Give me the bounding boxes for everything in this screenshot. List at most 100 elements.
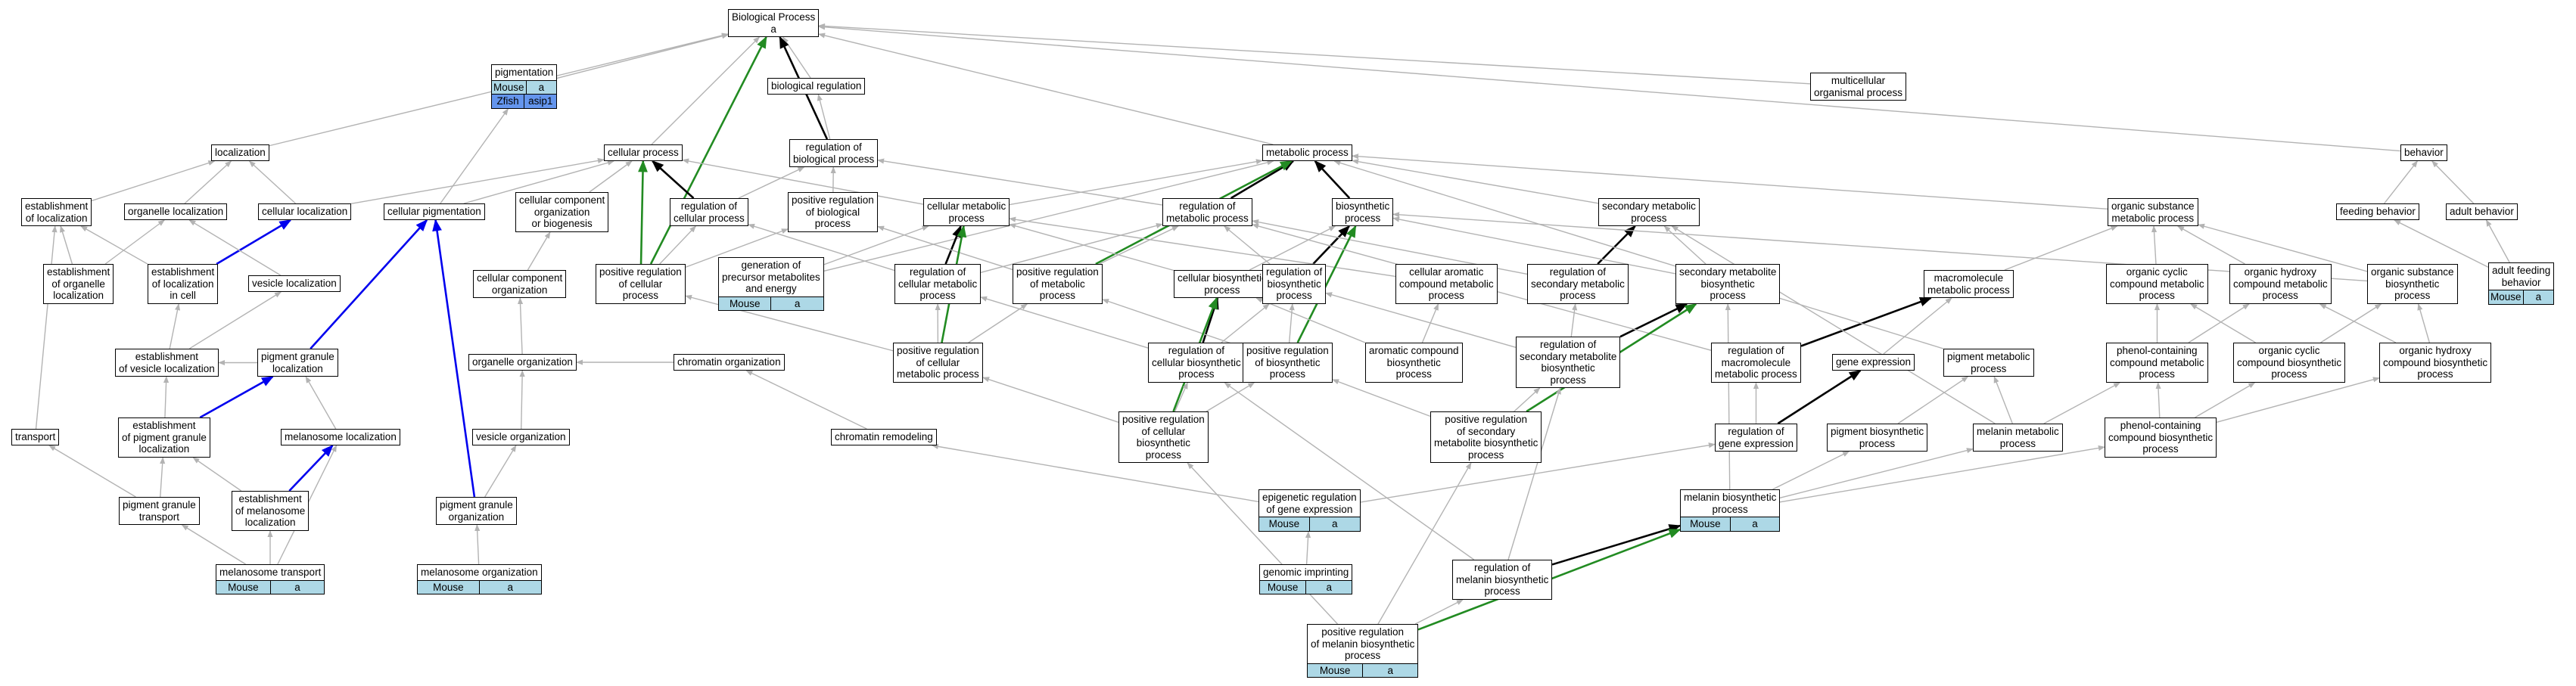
- go-term-est-loc[interactable]: establishment of localization: [21, 198, 92, 226]
- go-term-multicell[interactable]: multicellular organismal process: [1810, 73, 1907, 101]
- go-term-phenol-biosynth[interactable]: phenol-containing compound biosynthetic …: [2105, 417, 2217, 458]
- go-term-est-ves-loc[interactable]: establishment of vesicle localization: [115, 349, 219, 377]
- go-term-pos-reg-cell-biosynth[interactable]: positive regulation of cellular biosynth…: [1118, 411, 1209, 463]
- go-term-org-cyclic-bio[interactable]: organic cyclic compound biosynthetic pro…: [2233, 343, 2346, 383]
- go-term-pos-reg-metab[interactable]: positive regulation of metabolic process: [1013, 264, 1103, 304]
- go-term-sec-metab-bio[interactable]: secondary metabolite biosynthetic proces…: [1675, 264, 1781, 304]
- go-term-label: regulation of macromolecule metabolic pr…: [1715, 345, 1797, 380]
- edge-vesicle-org-to-organelle-org: [519, 370, 525, 430]
- go-term-est-pig-gran[interactable]: establishment of pigment granule localiz…: [118, 417, 210, 458]
- go-term-melanosome-loc[interactable]: melanosome localization: [281, 429, 400, 445]
- go-term-pos-reg-cp[interactable]: positive regulation of cellular process: [596, 264, 686, 304]
- go-term-est-loc-cell[interactable]: establishment of localization in cell: [148, 264, 219, 304]
- go-term-gene-expr[interactable]: gene expression: [1832, 354, 1915, 371]
- go-term-reg-sec-metab-bio[interactable]: regulation of secondary metabolite biosy…: [1516, 337, 1621, 388]
- edge-adult-feeding-to-feeding: [2394, 219, 2489, 268]
- go-term-reg-gene-expr[interactable]: regulation of gene expression: [1715, 424, 1798, 452]
- go-term-gen-precursor[interactable]: generation of precursor metabolites and …: [718, 257, 824, 311]
- go-term-cco[interactable]: cellular component organization: [473, 270, 567, 298]
- edge-chromatin-remod-to-chromatin-org: [745, 370, 867, 430]
- go-term-reg-bp[interactable]: regulation of biological process: [789, 139, 879, 167]
- edge-pig-gran-org-to-cell-pigment: [432, 219, 476, 498]
- go-term-biosynth[interactable]: biosynthetic process: [1332, 198, 1394, 226]
- go-term-chromatin-org[interactable]: chromatin organization: [674, 354, 785, 371]
- go-term-adult-beh[interactable]: adult behavior: [2446, 203, 2518, 220]
- go-term-cell-pigment[interactable]: cellular pigmentation: [384, 203, 485, 220]
- go-term-pos-reg-cell-metab[interactable]: positive regulation of cellular metaboli…: [893, 343, 983, 383]
- go-term-cell-biosynth[interactable]: cellular biosynthetic process: [1174, 270, 1271, 298]
- go-term-bp[interactable]: Biological Process a: [728, 9, 820, 37]
- go-term-label: cellular component organization: [477, 272, 563, 296]
- species-cell: Mouse: [493, 81, 524, 93]
- go-term-organelle-org[interactable]: organelle organization: [468, 354, 577, 371]
- go-term-reg-biosynth[interactable]: regulation of biosynthetic process: [1262, 264, 1327, 304]
- go-term-est-org-loc[interactable]: establishment of organelle localization: [43, 264, 114, 304]
- go-term-vesicle-loc[interactable]: vesicle localization: [248, 275, 341, 292]
- go-term-pos-reg-sec-metab-bio[interactable]: positive regulation of secondary metabol…: [1430, 411, 1542, 463]
- go-term-label: melanosome transport: [219, 566, 322, 578]
- go-term-vesicle-org[interactable]: vesicle organization: [472, 429, 570, 445]
- go-term-chromatin-remod[interactable]: chromatin remodeling: [831, 429, 937, 445]
- go-term-reg-sec-metab[interactable]: regulation of secondary metabolic proces…: [1527, 264, 1629, 304]
- go-term-macromol[interactable]: macromolecule metabolic process: [1924, 270, 2014, 298]
- go-term-pos-reg-biosynth[interactable]: positive regulation of biosynthetic proc…: [1243, 343, 1333, 383]
- go-term-label: regulation of secondary metabolite biosy…: [1520, 339, 1617, 386]
- go-term-reg-melanin-biosynth[interactable]: regulation of melanin biosynthetic proce…: [1452, 560, 1553, 600]
- go-term-phenol-metab[interactable]: phenol-containing compound metabolic pro…: [2106, 343, 2208, 383]
- go-term-sec-metab[interactable]: secondary metabolic process: [1598, 198, 1700, 226]
- go-term-est-melanosome[interactable]: establishment of melanosome localization: [232, 491, 310, 531]
- go-term-pos-reg-melanin-biosynth[interactable]: positive regulation of melanin biosynthe…: [1307, 624, 1419, 678]
- go-term-metabolic[interactable]: metabolic process: [1262, 144, 1352, 161]
- edge-org-hydroxy-bio-to-org-subst-bio: [2417, 303, 2431, 343]
- go-term-localization[interactable]: localization: [211, 144, 269, 161]
- go-term-org-hydroxy-bio[interactable]: organic hydroxy compound biosynthetic pr…: [2379, 343, 2492, 383]
- go-term-label: cellular pigmentation: [387, 206, 481, 217]
- go-term-label: organelle localization: [128, 206, 224, 217]
- go-term-reg-cell-biosynth[interactable]: regulation of cellular biosynthetic proc…: [1148, 343, 1245, 383]
- go-term-reg-metab[interactable]: regulation of metabolic process: [1162, 198, 1252, 226]
- go-term-biol-reg[interactable]: biological regulation: [767, 78, 866, 95]
- go-term-reg-cell-metab[interactable]: regulation of cellular metabolic process: [894, 264, 982, 304]
- go-term-transport[interactable]: transport: [11, 429, 60, 445]
- go-term-org-cyclic[interactable]: organic cyclic compound metabolic proces…: [2106, 264, 2208, 304]
- edge-reg-melanin-biosynth-to-reg-cell-biosynth: [1224, 382, 1475, 560]
- edge-reg-bp-to-biol-reg: [817, 94, 831, 140]
- go-term-label: regulation of melanin biosynthetic proce…: [1456, 562, 1549, 597]
- go-term-reg-cp[interactable]: regulation of cellular process: [670, 198, 748, 226]
- go-term-label: regulation of cellular process: [674, 200, 745, 224]
- go-term-melanin-metab[interactable]: melanin metabolic process: [1973, 424, 2063, 452]
- go-term-label: pigmentation: [495, 67, 554, 78]
- go-term-organelle-loc[interactable]: organelle localization: [124, 203, 228, 220]
- go-term-cell-loc[interactable]: cellular localization: [258, 203, 352, 220]
- go-term-label: cellular localization: [262, 206, 348, 217]
- go-term-label: generation of precursor metabolites and …: [722, 259, 820, 294]
- go-term-reg-macromol[interactable]: regulation of macromolecule metabolic pr…: [1711, 343, 1801, 383]
- go-term-org-hydroxy[interactable]: organic hydroxy compound metabolic proce…: [2229, 264, 2332, 304]
- go-term-org-subst-bio[interactable]: organic substance biosynthetic process: [2367, 264, 2458, 304]
- go-term-feeding[interactable]: feeding behavior: [2336, 203, 2419, 220]
- go-term-arom-biosynth[interactable]: aromatic compound biosynthetic process: [1365, 343, 1463, 383]
- edge-melanosome-org-to-pig-gran-org: [474, 524, 481, 565]
- go-term-behavior[interactable]: behavior: [2400, 144, 2447, 161]
- go-term-cell-metab[interactable]: cellular metabolic process: [923, 198, 1010, 226]
- go-term-cell-arom[interactable]: cellular aromatic compound metabolic pro…: [1395, 264, 1498, 304]
- go-term-pig-gran-transport[interactable]: pigment granule transport: [119, 497, 200, 525]
- go-term-pos-reg-bp[interactable]: positive regulation of biological proces…: [788, 192, 878, 232]
- go-term-ccob[interactable]: cellular component organization or bioge…: [515, 192, 609, 232]
- go-term-pigment-metab[interactable]: pigment metabolic process: [1943, 349, 2034, 377]
- go-term-pigment-biosynth[interactable]: pigment biosynthetic process: [1827, 424, 1928, 452]
- go-term-cellular-process[interactable]: cellular process: [604, 144, 683, 161]
- go-term-pig-gran-org[interactable]: pigment granule organization: [436, 497, 517, 525]
- go-term-epigenetic[interactable]: epigenetic regulation of gene expression…: [1258, 489, 1361, 532]
- go-term-pig-gran-loc[interactable]: pigment granule localization: [257, 349, 338, 377]
- go-term-label: melanin metabolic process: [1977, 426, 2059, 449]
- edge-phenol-biosynth-to-org-cyclic-bio: [2195, 382, 2256, 418]
- edge-pos-reg-melanin-biosynth-to-pos-reg-cell-biosynth: [1187, 462, 1338, 625]
- go-term-org-subst[interactable]: organic substance metabolic process: [2108, 198, 2198, 226]
